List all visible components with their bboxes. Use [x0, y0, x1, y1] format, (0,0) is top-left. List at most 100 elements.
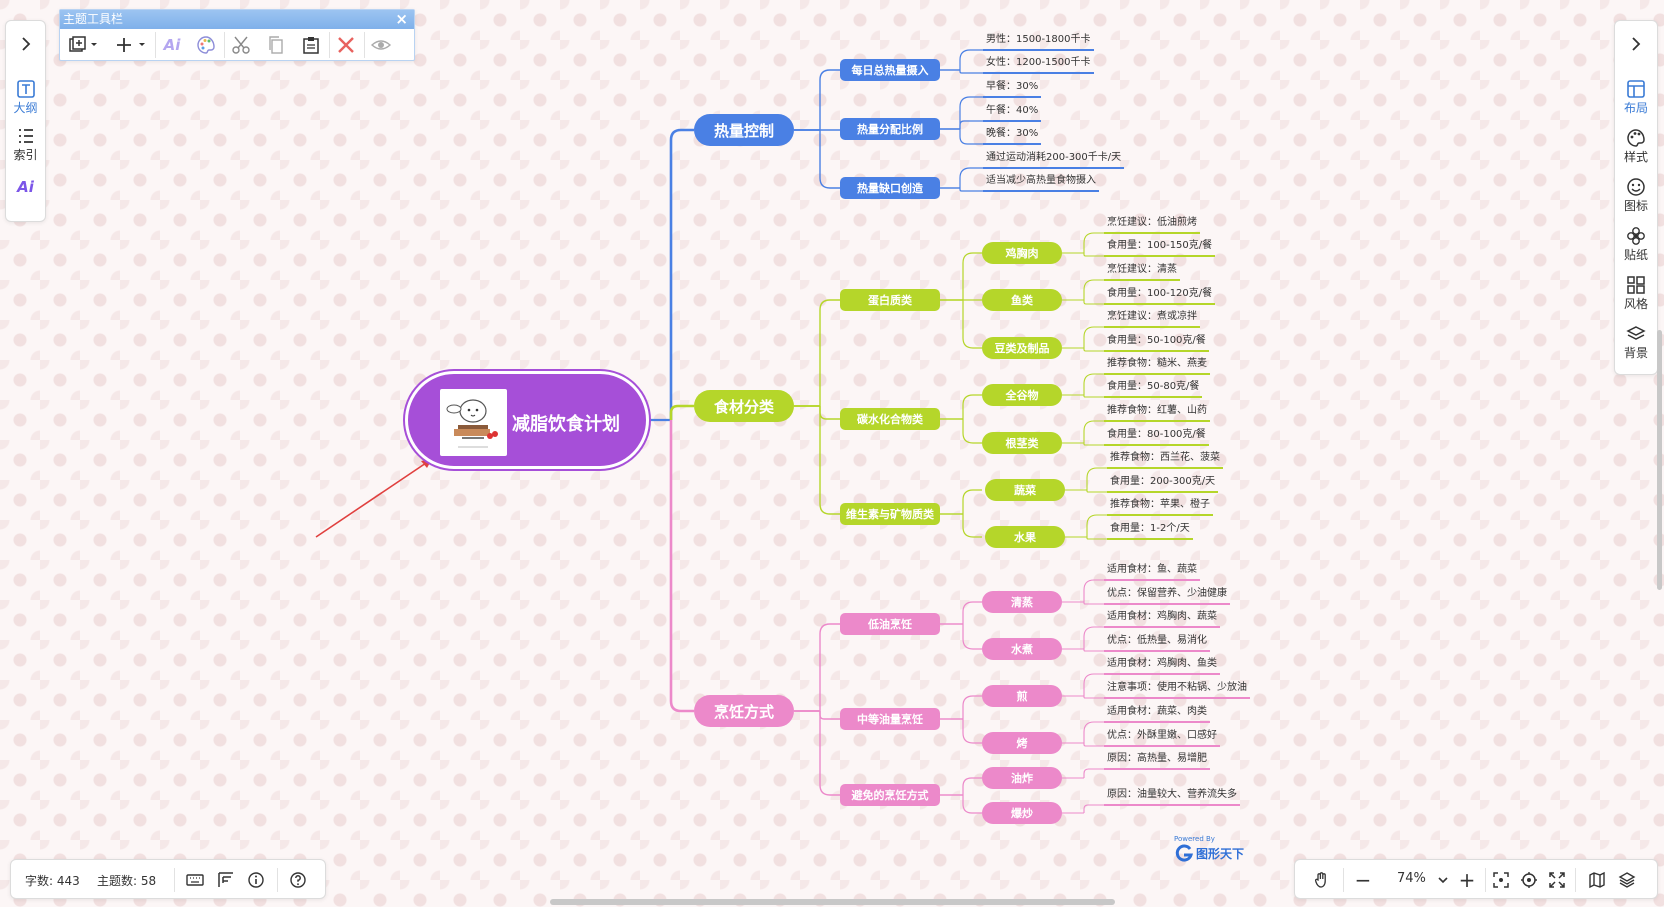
- sidebar-item-background[interactable]: 背景: [1615, 324, 1657, 361]
- cut-button[interactable]: [228, 34, 254, 56]
- connector-line: [959, 188, 983, 192]
- detail-topic[interactable]: 水煮: [982, 638, 1062, 660]
- zoom-in-button[interactable]: +: [1458, 868, 1476, 892]
- info-button[interactable]: [246, 870, 266, 890]
- leaf-topic[interactable]: 适用食材：鸡胸肉、鱼类: [1104, 657, 1220, 675]
- zoom-out-button[interactable]: −: [1354, 868, 1372, 892]
- copy-button[interactable]: [263, 34, 289, 56]
- zoom-level[interactable]: 74%: [1397, 871, 1426, 886]
- detail-topic[interactable]: 豆类及制品: [982, 337, 1062, 359]
- visibility-button[interactable]: [368, 34, 394, 56]
- root-topic[interactable]: 减脂饮食计划: [405, 371, 649, 469]
- theme-toolbar-header[interactable]: 主题工具栏 ×: [60, 10, 414, 29]
- fullscreen-button[interactable]: [1547, 870, 1567, 890]
- leaf-topic[interactable]: 通过运动消耗200-300千卡/天: [983, 151, 1125, 169]
- subtopic[interactable]: 碳水化合物类: [840, 408, 940, 430]
- paste-button[interactable]: [298, 34, 324, 56]
- main-topic[interactable]: 烹饪方式: [694, 695, 794, 727]
- pan-button[interactable]: [1312, 870, 1332, 890]
- leaf-topic[interactable]: 食用量：80-100克/餐: [1104, 428, 1209, 446]
- leaf-topic[interactable]: 烹饪建议：煮或凉拌: [1104, 310, 1200, 328]
- detail-topic[interactable]: 爆炒: [982, 802, 1062, 824]
- sidebar-item-icon[interactable]: 图标: [1615, 177, 1657, 214]
- sidebar-item-style[interactable]: 样式: [1615, 128, 1657, 165]
- horizontal-scrollbar[interactable]: [550, 899, 1115, 905]
- detail-topic[interactable]: 鸡胸肉: [982, 242, 1062, 264]
- subtopic[interactable]: 热量分配比例: [840, 118, 940, 140]
- detail-topic[interactable]: 水果: [985, 526, 1065, 548]
- sidebar-item-index[interactable]: 索引: [6, 126, 45, 163]
- palette-button[interactable]: [193, 34, 219, 56]
- minimap-button[interactable]: [1587, 870, 1607, 890]
- fit-screen-button[interactable]: [1491, 870, 1511, 890]
- sidebar-item-sticker[interactable]: 贴纸: [1615, 226, 1657, 263]
- sidebar-item-layout[interactable]: 布局: [1615, 79, 1657, 116]
- leaf-topic[interactable]: 适当减少高热量食物摄入: [983, 174, 1099, 192]
- main-topic[interactable]: 热量控制: [694, 114, 794, 146]
- keyboard-button[interactable]: [185, 870, 205, 890]
- subtopic[interactable]: 避免的烹饪方式: [840, 784, 940, 806]
- sidebar-item-theme-style[interactable]: 风格: [1615, 275, 1657, 312]
- leaf-topic[interactable]: 食用量：50-100克/餐: [1104, 334, 1209, 352]
- detail-topic[interactable]: 蔬菜: [985, 479, 1065, 501]
- layout-toggle-button[interactable]: [216, 870, 236, 890]
- leaf-topic[interactable]: 优点：低热量、易消化: [1104, 634, 1210, 652]
- zoom-dropdown-button[interactable]: [1433, 870, 1453, 890]
- detail-topic[interactable]: 根茎类: [982, 432, 1062, 454]
- leaf-topic[interactable]: 男性：1500-1800千卡: [983, 33, 1094, 51]
- subtopic[interactable]: 维生素与矿物质类: [840, 503, 940, 525]
- leaf-topic[interactable]: 推荐食物：西兰花、菠菜: [1107, 451, 1223, 469]
- subtopic[interactable]: 低油烹饪: [840, 613, 940, 635]
- subtopic[interactable]: 蛋白质类: [840, 289, 940, 311]
- detail-topic[interactable]: 油炸: [982, 767, 1062, 789]
- leaf-topic[interactable]: 烹饪建议：低油煎烤: [1104, 216, 1200, 234]
- theme-toolbar[interactable]: 主题工具栏 × Ai: [59, 9, 415, 61]
- leaf-topic[interactable]: 推荐食物：红薯、山药: [1104, 404, 1210, 422]
- leaf-topic[interactable]: 原因：高热量、易增肥: [1104, 752, 1210, 770]
- leaf-topic[interactable]: 烹饪建议：清蒸: [1104, 263, 1180, 281]
- leaf-topic[interactable]: 食用量：100-150克/餐: [1104, 239, 1216, 257]
- leaf-topic[interactable]: 午餐：40%: [983, 104, 1042, 122]
- main-topic[interactable]: 食材分类: [694, 390, 794, 422]
- leaf-topic[interactable]: 食用量：50-80克/餐: [1104, 380, 1203, 398]
- add-topic-button[interactable]: [114, 34, 148, 56]
- leaf-topic[interactable]: 适用食材：蔬菜、肉类: [1104, 705, 1210, 723]
- sidebar-item-outline[interactable]: 大纲: [6, 79, 45, 116]
- vertical-scrollbar[interactable]: [1657, 330, 1662, 590]
- leaf-topic[interactable]: 适用食材：鸡胸肉、蔬菜: [1104, 610, 1220, 628]
- subtopic[interactable]: 每日总热量摄入: [840, 59, 940, 81]
- detail-topic[interactable]: 鱼类: [982, 289, 1062, 311]
- leaf-topic[interactable]: 女性：1200-1500千卡: [983, 56, 1094, 74]
- chevron-right-icon: [21, 37, 30, 51]
- detail-topic[interactable]: 煎: [982, 685, 1062, 707]
- leaf-topic[interactable]: 适用食材：鱼、蔬菜: [1104, 563, 1200, 581]
- help-button[interactable]: [288, 870, 308, 890]
- detail-topic[interactable]: 烤: [982, 732, 1062, 754]
- sidebar-item-ai[interactable]: Ai: [6, 178, 45, 196]
- leaf-topic[interactable]: 原因：油量较大、营养流失多: [1104, 788, 1240, 806]
- leaf-topic[interactable]: 注意事项：使用不粘锅、少放油: [1104, 681, 1250, 699]
- connector-line: [1083, 373, 1104, 395]
- leaf-topic[interactable]: 优点：保留营养、少油健康: [1104, 587, 1230, 605]
- subtopic[interactable]: 热量缺口创造: [840, 177, 940, 199]
- close-icon[interactable]: ×: [395, 10, 408, 28]
- expand-right-button[interactable]: [1615, 35, 1657, 53]
- detail-topic[interactable]: 清蒸: [982, 591, 1062, 613]
- leaf-topic[interactable]: 推荐食物：糙米、燕麦: [1104, 357, 1210, 375]
- leaf-topic[interactable]: 食用量：1-2个/天: [1107, 522, 1193, 540]
- layers-button[interactable]: [1617, 870, 1637, 890]
- add-subtopic-button[interactable]: [66, 34, 100, 56]
- expand-left-button[interactable]: [6, 35, 45, 53]
- leaf-topic[interactable]: 晚餐：30%: [983, 127, 1042, 145]
- subtopic[interactable]: 中等油量烹饪: [840, 708, 940, 730]
- leaf-topic[interactable]: 食用量：200-300克/天: [1107, 475, 1219, 493]
- delete-button[interactable]: [333, 34, 359, 56]
- center-button[interactable]: [1519, 870, 1539, 890]
- leaf-topic[interactable]: 早餐：30%: [983, 80, 1042, 98]
- detail-topic[interactable]: 全谷物: [982, 384, 1062, 406]
- ai-button[interactable]: Ai: [159, 34, 185, 56]
- leaf-topic[interactable]: 优点：外酥里嫩、口感好: [1104, 729, 1220, 747]
- leaf-topic[interactable]: 推荐食物：苹果、橙子: [1107, 498, 1213, 516]
- leaf-topic[interactable]: 食用量：100-120克/餐: [1104, 287, 1216, 305]
